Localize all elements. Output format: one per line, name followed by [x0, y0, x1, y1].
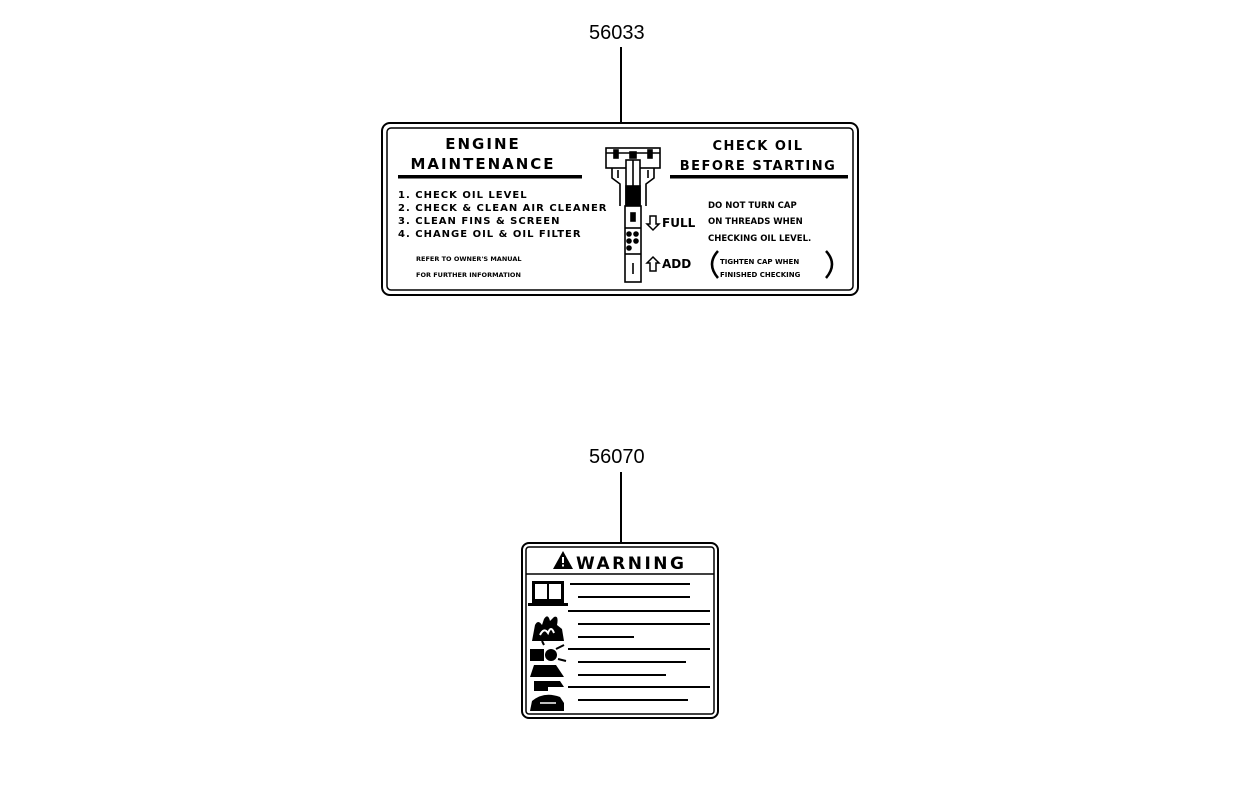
dipstick-icon	[605, 147, 661, 283]
refer-line-1: REFER TO OWNER'S MANUAL	[416, 255, 522, 263]
refer-line-2: FOR FURTHER INFORMATION	[416, 271, 521, 279]
left-heading-engine: ENGINE	[445, 135, 521, 153]
full-arrow-icon	[645, 215, 661, 232]
paren-line-2: FINISHED CHECKING	[720, 271, 801, 279]
right-heading-before-starting: BEFORE STARTING	[680, 159, 837, 174]
hand-icon	[530, 681, 564, 711]
warning-decal: WARNING	[521, 542, 719, 719]
engine-maintenance-decal: ENGINE MAINTENANCE 1. CHECK OIL LEVEL 2.…	[381, 122, 859, 296]
left-heading-rule	[398, 175, 582, 179]
checklist-item-2: 2. CHECK & CLEAN AIR CLEANER	[398, 203, 608, 214]
person-icon	[530, 640, 567, 677]
leader-line-56033	[620, 47, 622, 124]
leader-line-56070	[620, 472, 622, 544]
warning-text-lines	[568, 583, 710, 701]
right-heading-rule	[670, 175, 848, 179]
add-label: ADD	[662, 257, 691, 271]
note-line-1: DO NOT TURN CAP	[708, 201, 797, 211]
left-heading-maintenance: MAINTENANCE	[410, 155, 555, 173]
checklist-item-1: 1. CHECK OIL LEVEL	[398, 190, 528, 201]
paren-line-1: TIGHTEN CAP WHEN	[720, 258, 799, 266]
part-number-56070: 56070	[589, 446, 645, 468]
note-line-3: CHECKING OIL LEVEL.	[708, 234, 811, 244]
right-heading-check-oil: CHECK OIL	[712, 139, 803, 154]
warning-title: WARNING	[576, 554, 686, 574]
fire-icon	[532, 616, 564, 641]
add-arrow-icon	[645, 255, 661, 272]
checklist-item-3: 3. CLEAN FINS & SCREEN	[398, 216, 560, 227]
book-icon	[528, 581, 568, 606]
left-paren	[710, 250, 719, 279]
right-paren	[825, 250, 834, 279]
part-number-56033: 56033	[589, 22, 645, 44]
checklist-item-4: 4. CHANGE OIL & OIL FILTER	[398, 229, 582, 240]
note-line-2: ON THREADS WHEN	[708, 217, 803, 227]
full-label: FULL	[662, 216, 696, 230]
